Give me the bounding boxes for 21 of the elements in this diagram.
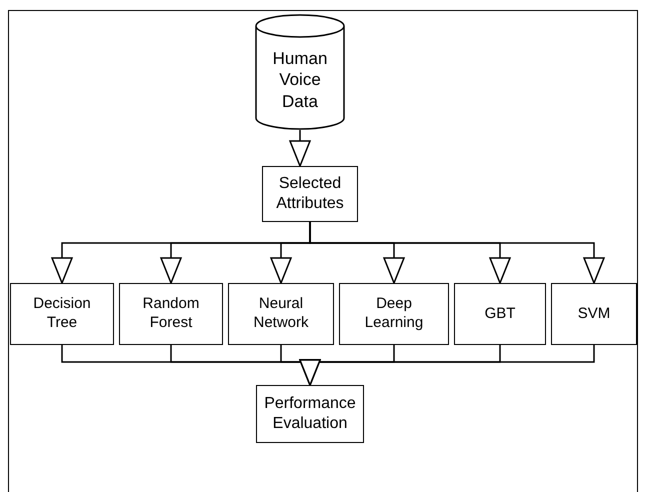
process-box xyxy=(262,166,358,222)
node-label: Neural Network xyxy=(252,295,310,333)
process-box xyxy=(454,283,546,345)
node-label: GBT xyxy=(484,304,516,324)
process-box xyxy=(551,283,637,345)
node-label: Deep Learning xyxy=(364,295,424,333)
node-label: Selected Attributes xyxy=(275,174,345,214)
process-box xyxy=(119,283,223,345)
process-box xyxy=(10,283,114,345)
process-box xyxy=(339,283,449,345)
arrow xyxy=(309,222,605,284)
node-label: Human Voice Data xyxy=(272,48,328,112)
node-label: Decision Tree xyxy=(32,295,92,333)
process-box xyxy=(256,385,364,443)
node-label: Random Forest xyxy=(142,295,200,333)
arrow xyxy=(299,345,595,386)
node-label: Performance Evaluation xyxy=(263,394,357,434)
process-box xyxy=(228,283,334,345)
arrow xyxy=(289,130,311,167)
database-cylinder xyxy=(255,14,345,130)
node-label: SVM xyxy=(578,304,610,324)
